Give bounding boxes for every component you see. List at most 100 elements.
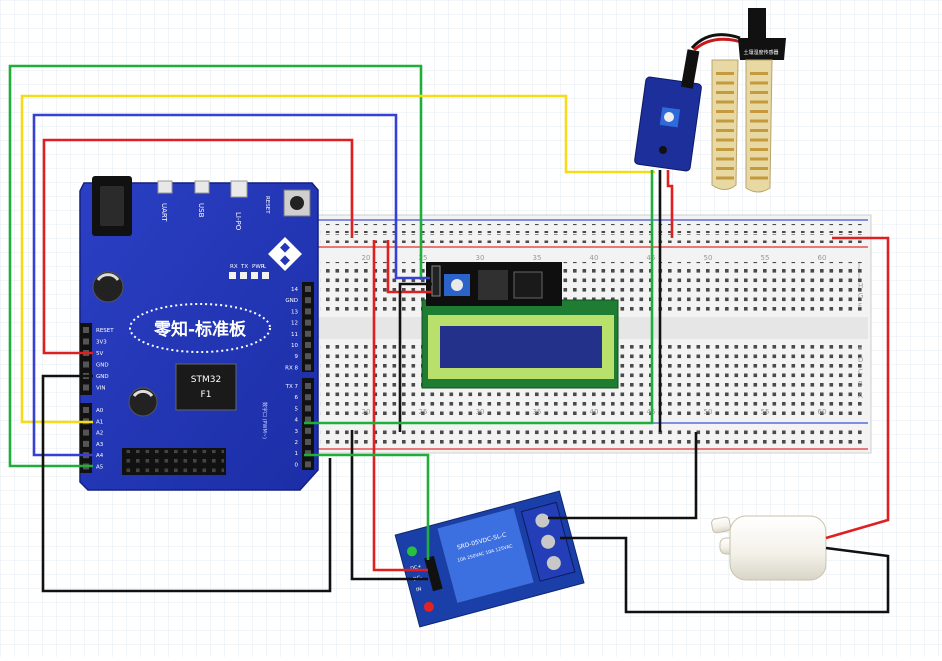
analog-pin-label: A2 [96, 431, 103, 437]
column-number-top: 55 [761, 254, 770, 262]
digital-header-top-body [302, 282, 314, 372]
wire-green-i2c [8, 64, 423, 468]
probe-trace [750, 176, 768, 180]
i2c-jumper [513, 271, 543, 299]
row-letter: E [858, 344, 862, 352]
lipo-label: LI-PO [234, 212, 242, 231]
usb-label: USB [197, 203, 205, 218]
power-pin-label: 3V3 [96, 340, 107, 346]
top-rail-holes-1 [320, 224, 865, 233]
digital-pin [305, 439, 311, 445]
power-pin [83, 384, 89, 391]
column-number-top: 50 [704, 254, 713, 262]
row-letter: F [858, 302, 862, 310]
digital-pin [305, 330, 311, 337]
probe-trace [750, 167, 768, 170]
wire-black-lcd-gnd [398, 282, 432, 432]
column-number-bottom: 55 [761, 408, 770, 416]
wire-green-relay-in [304, 453, 430, 560]
probe-head [738, 38, 786, 60]
led-pwr [251, 272, 258, 279]
digital-pin-label: 12 [291, 321, 298, 327]
relay-green-led [406, 546, 417, 557]
led-label: PWR [252, 264, 265, 270]
probe-right-prong [745, 59, 773, 193]
analog-pin-label: A0 [96, 408, 104, 414]
i2c-potentiometer-knob [451, 279, 463, 291]
column-number-bottom: 25 [419, 408, 428, 416]
led-label: TX [240, 264, 248, 270]
probe-trace [750, 148, 768, 151]
power-pin-label: VIN [96, 386, 106, 392]
probe-stripes [716, 72, 768, 180]
probe-left-prong [711, 59, 739, 190]
lcd-screen [440, 326, 602, 368]
row-letter: C [858, 368, 863, 376]
sensor-potentiometer-knob [664, 112, 674, 122]
wire-black-relay-gnd [350, 430, 428, 581]
analog-pin-label: A3 [96, 442, 104, 448]
digital-pin-label: TX 7 [285, 384, 299, 390]
column-number-top: 25 [419, 254, 428, 262]
probe-trace [750, 100, 768, 104]
probe-trace [716, 81, 734, 85]
analog-header-body [80, 403, 92, 473]
sensor-cable-connector [680, 49, 700, 89]
column-number-bottom: 35 [533, 408, 542, 416]
probe-trace [716, 119, 734, 123]
column-number-top: 20 [362, 254, 371, 262]
wire-red-lcd-vcc [386, 240, 432, 294]
row-letter: A [858, 392, 863, 400]
probe-connector [748, 8, 766, 40]
wire-red-sensor-vcc [666, 170, 674, 238]
capacitor-2-mark [132, 389, 154, 397]
wire-red-5v [42, 138, 354, 355]
wire-green-sensor-do [304, 170, 654, 425]
probe-trace [716, 138, 734, 142]
analog-pin [83, 407, 89, 413]
column-number-bottom: 60 [818, 408, 827, 416]
relay-pin-label: IN [415, 586, 422, 593]
row-letter: D [858, 356, 863, 364]
pump-body [729, 515, 827, 581]
probe-trace [716, 157, 734, 161]
column-number-top: 30 [476, 254, 485, 262]
probe-trace [716, 148, 734, 151]
digital-pin-label: 9 [295, 354, 299, 360]
relay-input-header [424, 555, 443, 592]
pump-inlet [711, 516, 731, 534]
i2c-pin-header [431, 265, 441, 297]
chip-label-model: STM32 [191, 375, 221, 385]
probe-trace [716, 72, 734, 75]
led-l [262, 272, 269, 279]
relay-terminal-screw-3 [546, 556, 561, 571]
row-letter: I [858, 272, 860, 280]
led-rx [229, 272, 236, 279]
board-name: 零知-标准板 [153, 319, 247, 340]
probe-trace [716, 167, 734, 170]
wire-black-relay-no [560, 536, 890, 614]
reset-label: RESET [264, 196, 270, 214]
power-header-body [80, 323, 92, 395]
digital-pin-label: RX 8 [285, 365, 298, 371]
wire-black-gnd [41, 374, 332, 593]
usb-port [194, 180, 210, 194]
column-number-top: 40 [590, 254, 599, 262]
led-label: L [263, 264, 267, 270]
digital-pin-label: 11 [291, 332, 298, 338]
top-rail-holes-2 [320, 234, 865, 243]
chip-label-series: F1 [201, 390, 212, 400]
lipo-port [230, 180, 248, 198]
probe-trace [716, 110, 734, 113]
digital-pin-label: 13 [291, 309, 298, 315]
power-pin-label: GND [96, 374, 109, 380]
probe-trace [750, 72, 768, 75]
digital-pin-label: 3 [295, 429, 299, 435]
digital-pin-label: 4 [295, 418, 299, 424]
uart-port [157, 180, 173, 194]
power-pin-label: RESET [96, 328, 114, 334]
analog-pin [83, 440, 89, 447]
reset-button-cap[interactable] [290, 196, 304, 210]
row-letter: B [858, 380, 863, 388]
